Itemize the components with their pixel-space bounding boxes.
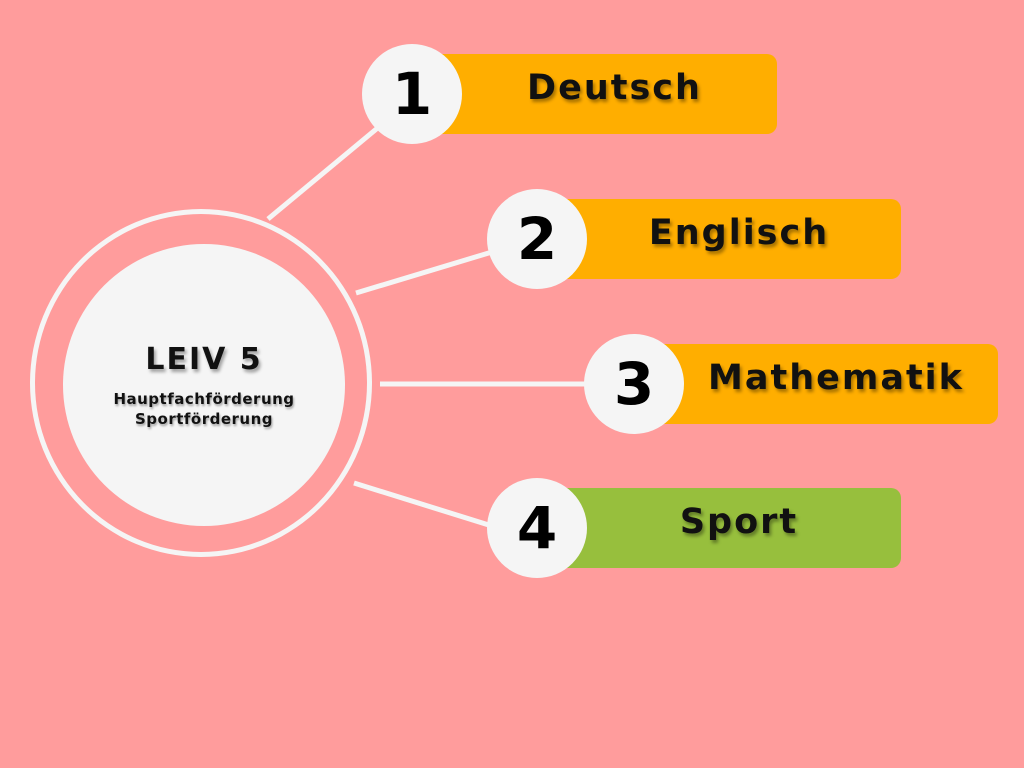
connector-line-2 — [355, 249, 493, 296]
item-label: Sport — [679, 502, 799, 542]
branch-item-sport: Sport 4 — [487, 478, 901, 578]
item-number: 1 — [391, 60, 433, 128]
label-bar: Sport — [537, 488, 901, 568]
hub-circle: LEIV 5 Hauptfachförderung Sportförderung — [63, 244, 345, 526]
number-badge: 1 — [362, 44, 462, 144]
branch-item-mathematik: Mathematik 3 — [584, 334, 998, 434]
item-label: Mathematik — [708, 358, 964, 398]
branch-item-deutsch: Deutsch 1 — [362, 44, 777, 144]
label-bar: Deutsch — [412, 54, 777, 134]
item-label: Deutsch — [527, 68, 702, 108]
connector-line-4 — [353, 480, 493, 529]
hub-title: LEIV 5 — [145, 341, 263, 377]
number-badge: 2 — [487, 189, 587, 289]
item-label: Englisch — [648, 213, 830, 253]
hub-subtitle-line-2: Sportförderung — [134, 409, 274, 428]
number-badge: 3 — [584, 334, 684, 434]
connector-line-1 — [266, 124, 382, 221]
hub-outer-ring — [30, 209, 372, 557]
label-bar: Mathematik — [634, 344, 998, 424]
item-number: 2 — [516, 205, 558, 273]
number-badge: 4 — [487, 478, 587, 578]
hub-subtitle-line-1: Hauptfachförderung — [113, 389, 295, 408]
label-bar: Englisch — [537, 199, 901, 279]
item-number: 4 — [516, 494, 558, 562]
item-number: 3 — [613, 350, 655, 418]
branch-item-englisch: Englisch 2 — [487, 189, 901, 289]
